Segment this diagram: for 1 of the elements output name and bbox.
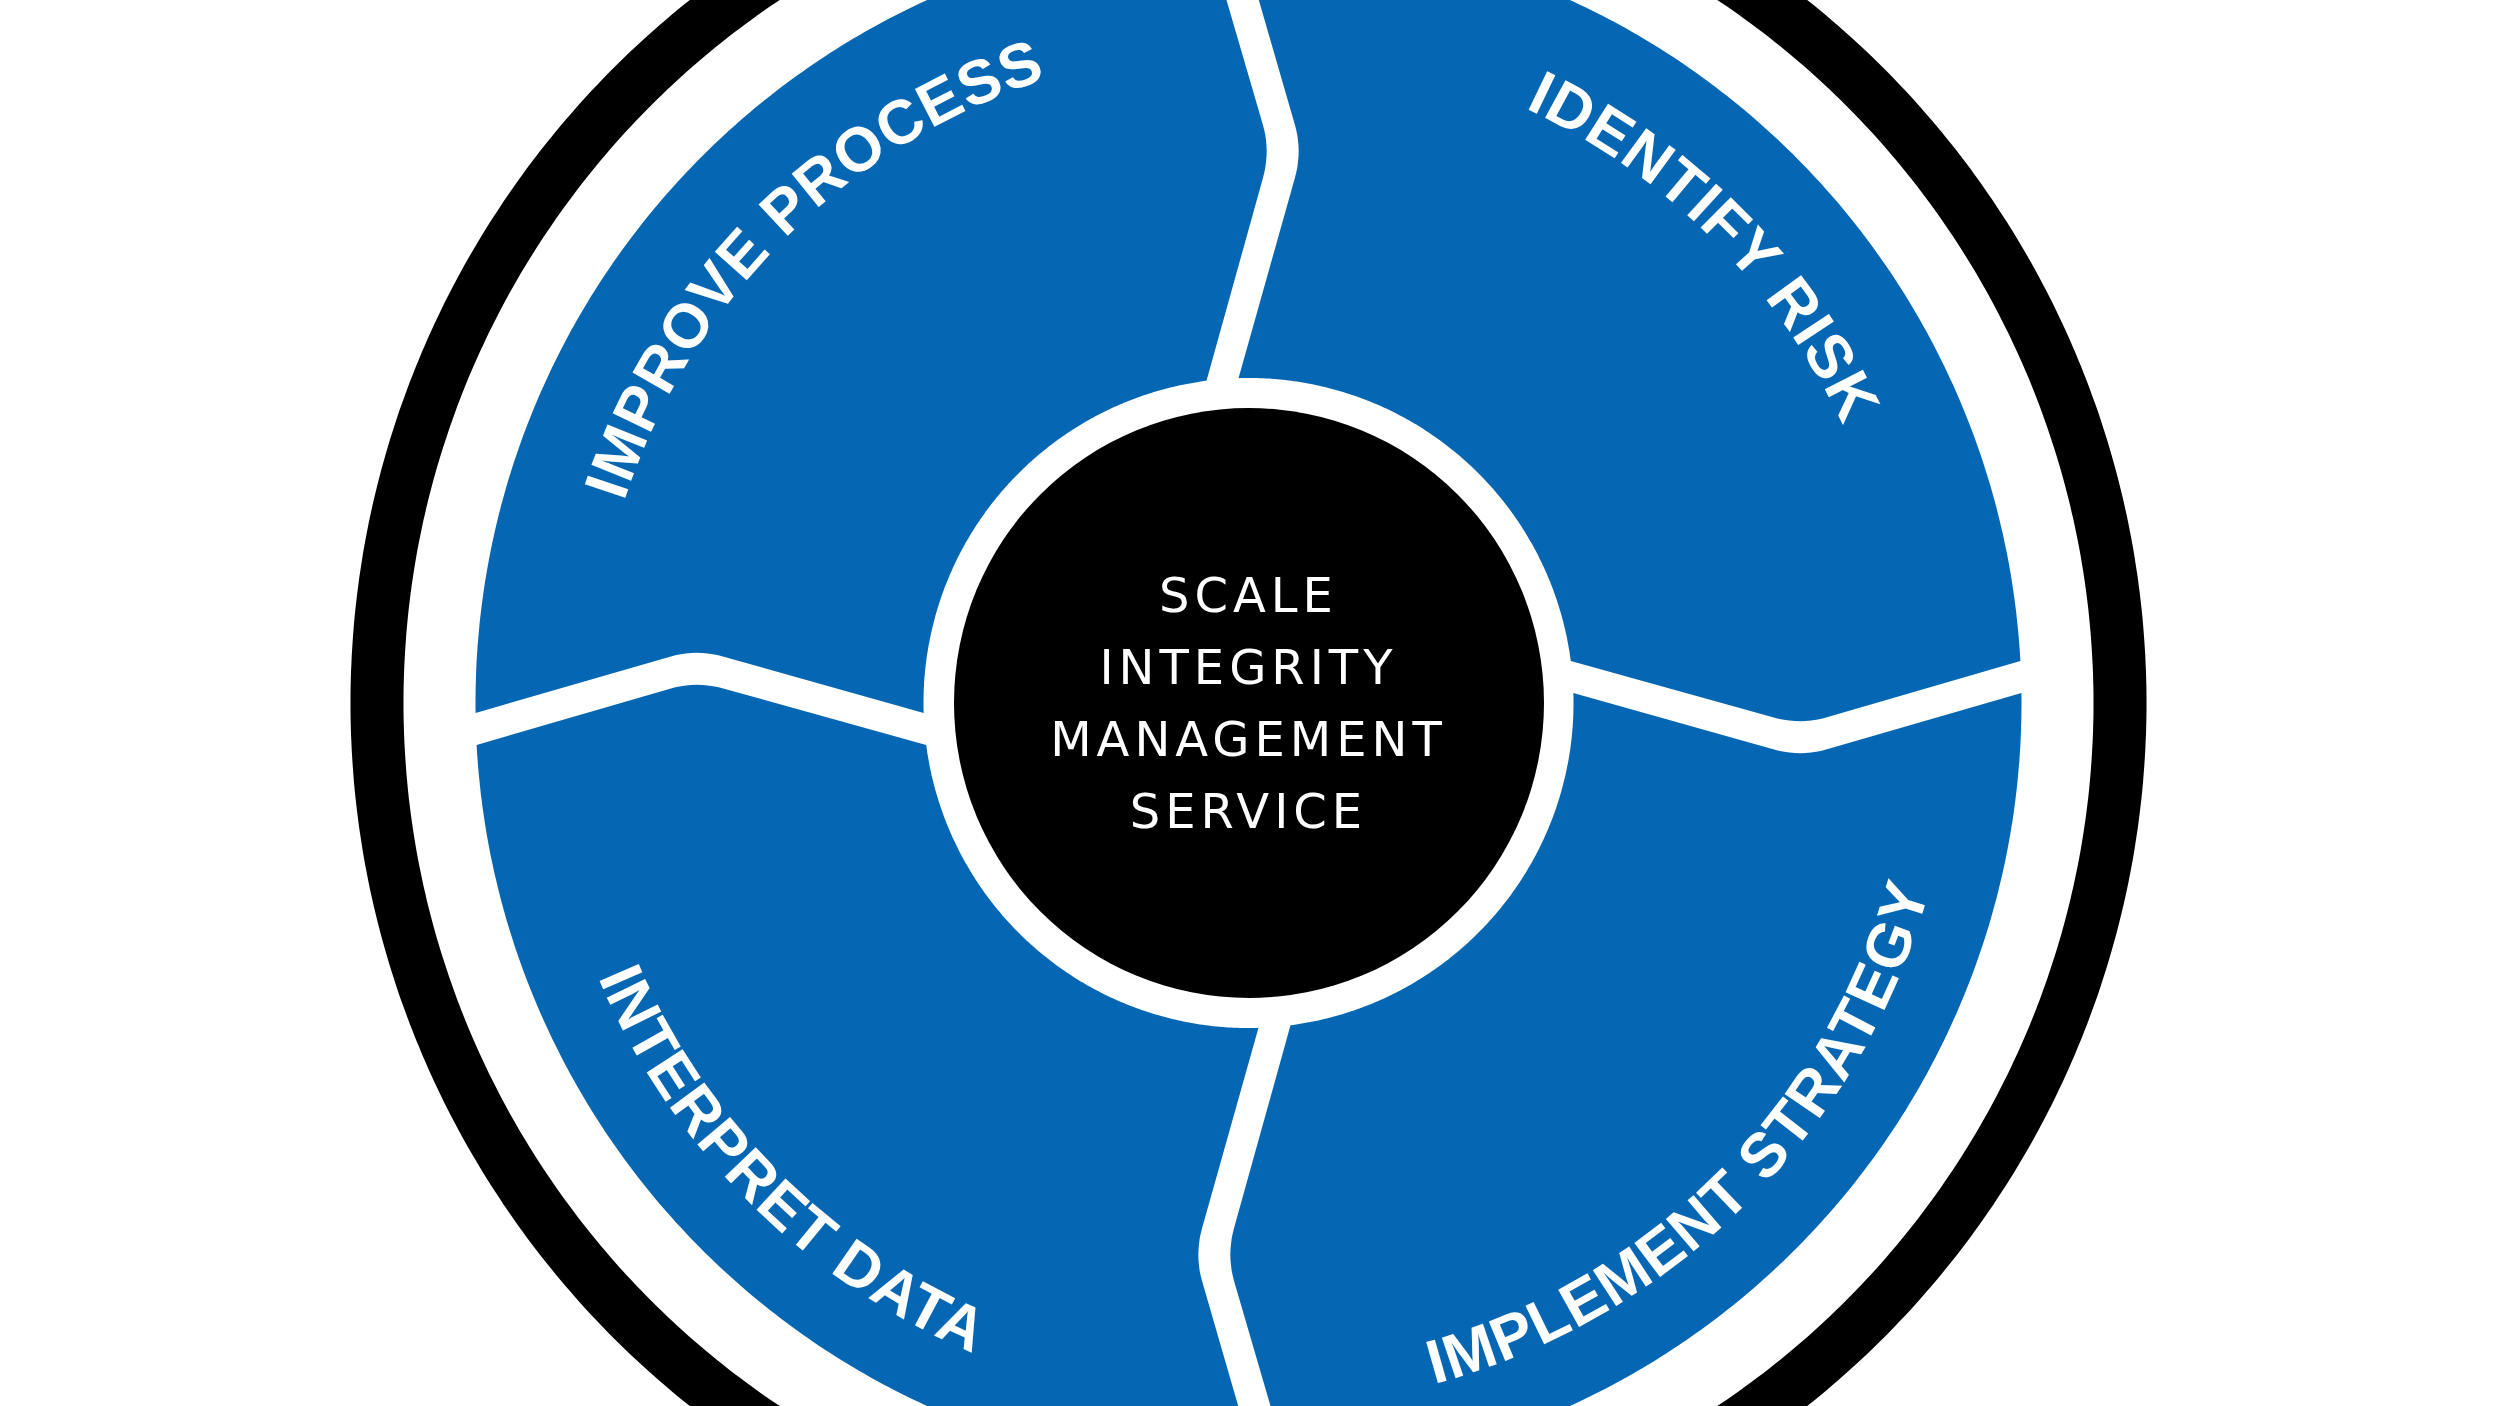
hub-title: SCALE INTEGRITY MANAGEMENT SERVICE [1050, 566, 1447, 841]
